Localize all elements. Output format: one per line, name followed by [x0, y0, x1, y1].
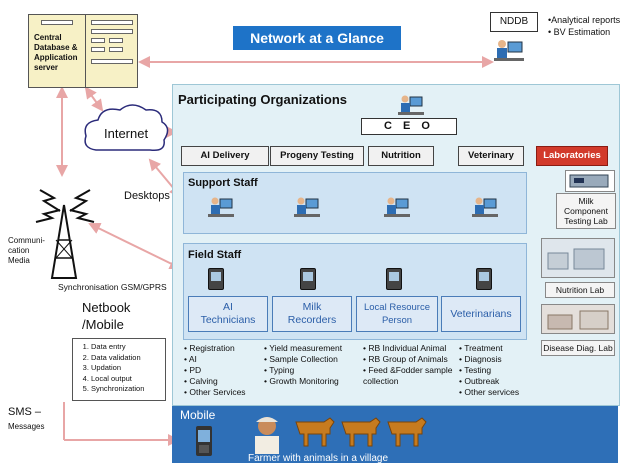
support-person-icon — [208, 196, 234, 223]
page-title: Network at a Glance — [233, 26, 401, 50]
services-list-ai: RegistrationAIPDCalvingOther Services — [184, 343, 246, 398]
services-list-lrp: RB Individual AnimalRB Group of AnimalsF… — [363, 343, 455, 387]
dept-veterinary: Veterinary — [458, 146, 524, 166]
support-person-icon — [472, 196, 498, 223]
internet-label: Internet — [104, 126, 149, 141]
mobile-phone-icon — [196, 426, 212, 461]
support-person-icon — [384, 196, 410, 223]
nutrition-lab-image — [541, 238, 615, 278]
role-local-resource-person: Local Resource Person — [356, 296, 438, 332]
cow-icon — [290, 414, 336, 453]
desktops-label: Desktops — [124, 190, 170, 202]
farmer-image — [250, 414, 284, 459]
dept-laboratories: Laboratories — [536, 146, 608, 166]
handheld-device-icon — [476, 268, 492, 290]
person-computer-icon — [494, 38, 524, 69]
lab-disease-diag: Disease Diag. Lab — [541, 340, 615, 356]
sync-label: Synchronisation GSM/GPRS — [58, 282, 167, 292]
mobile-tasks-box: Data entryData validationUpdationLocal o… — [72, 338, 166, 401]
mobile-title: Mobile — [180, 408, 216, 422]
handheld-device-icon — [300, 268, 316, 290]
support-staff-title: Support Staff — [188, 177, 258, 189]
milk-lab-equipment-image — [565, 170, 615, 192]
disease-lab-image — [541, 304, 615, 334]
ceo-person-icon — [398, 94, 424, 121]
sms-messages-label: Messages — [8, 422, 45, 431]
role-ai-technicians: AI Technicians — [188, 296, 268, 332]
field-staff-title: Field Staff — [188, 249, 242, 261]
sms-label: SMS – — [8, 406, 42, 418]
dept-progeny-testing: Progeny Testing — [270, 146, 364, 166]
nddb-box: NDDB — [490, 12, 538, 32]
dept-ai-delivery: AI Delivery — [181, 146, 269, 166]
services-list-milk: Yield measurementSample CollectionTyping… — [264, 343, 342, 387]
nddb-outputs: •Analytical reports • BV Estimation — [548, 15, 621, 37]
support-staff-box — [183, 172, 527, 234]
lab-nutrition: Nutrition Lab — [545, 282, 615, 298]
cloud-icon — [84, 104, 169, 152]
role-veterinarians: Veterinarians — [441, 296, 521, 332]
lab-milk-component: Milk Component Testing Lab — [556, 193, 616, 229]
handheld-device-icon — [386, 268, 402, 290]
netbook-mobile-label: Netbook/Mobile — [82, 300, 131, 332]
farmer-caption: Farmer with animals in a village — [248, 453, 389, 464]
panel-title: Participating Organizations — [178, 92, 348, 107]
ceo-box: C E O — [361, 118, 457, 135]
role-milk-recorders: Milk Recorders — [272, 296, 352, 332]
support-person-icon — [294, 196, 320, 223]
services-list-vet: TreatmentDiagnosisTestingOutbreakOther s… — [459, 343, 519, 398]
cow-icon — [336, 414, 382, 453]
tower-icon — [35, 189, 95, 279]
handheld-device-icon — [208, 268, 224, 290]
dept-nutrition: Nutrition — [368, 146, 434, 166]
cow-icon — [382, 414, 428, 453]
